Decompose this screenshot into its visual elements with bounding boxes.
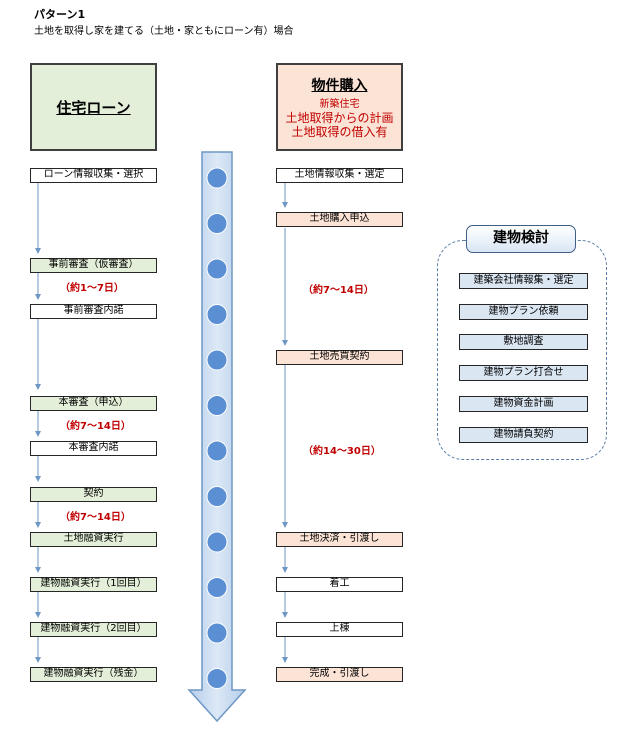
loan-duration: （約7～14日）: [60, 512, 131, 523]
loan-step: 本審査内諾: [30, 441, 157, 456]
timeline-dot: [206, 577, 228, 598]
purchase-duration: （約7～14日）: [303, 285, 374, 296]
purchase-panel-line2: 土地取得からの計画: [285, 111, 394, 125]
loan-step: 建物融資実行（残金）: [30, 667, 157, 682]
purchase-step: 土地購入申込: [276, 212, 403, 227]
purchase-duration: （約14～30日）: [303, 446, 381, 457]
loan-duration: （約1～7日）: [60, 283, 124, 294]
loan-step: 事前審査（仮審査）: [30, 258, 157, 273]
timeline-dot: [206, 167, 228, 189]
purchase-step: 土地売買契約: [276, 350, 403, 365]
building-item: 建物プラン打合せ: [459, 365, 588, 381]
loan-step: 建物融資実行（2回目）: [30, 622, 157, 637]
loan-step: 事前審査内諾: [30, 304, 157, 319]
building-item: 建築会社情報集・選定: [459, 273, 588, 289]
timeline-dot: [206, 349, 228, 371]
timeline-arrow: [187, 151, 247, 723]
loan-panel: 住宅ローン: [30, 63, 157, 151]
purchase-panel-line3: 土地取得の借入有: [291, 125, 388, 139]
page-subtitle: 土地を取得し家を建てる（土地・家ともにローン有）場合: [34, 26, 294, 37]
timeline-dot: [206, 440, 228, 462]
timeline-dot: [206, 213, 228, 234]
building-item: 建物プラン依頼: [459, 304, 588, 320]
timeline-dot: [206, 668, 228, 689]
purchase-step: 土地情報収集・選定: [276, 168, 403, 183]
building-item: 建物請負契約: [459, 427, 588, 443]
timeline-dot: [206, 304, 228, 325]
timeline-dot: [206, 258, 228, 280]
purchase-step: 上棟: [276, 622, 403, 637]
timeline-dot: [206, 395, 228, 416]
building-item: 建物資金計画: [459, 396, 588, 412]
timeline-dot: [206, 531, 228, 553]
page-title: パターン1: [34, 8, 86, 21]
timeline-dot: [206, 486, 228, 507]
loan-panel-title: 住宅ローン: [56, 98, 131, 117]
timeline-dot: [206, 622, 228, 644]
loan-duration: （約7～14日）: [60, 421, 131, 432]
loan-step: 土地融資実行: [30, 532, 157, 547]
purchase-step: 土地決済・引渡し: [276, 532, 403, 547]
loan-step: 本審査（申込）: [30, 396, 157, 411]
building-group-title: 建物検討: [466, 225, 576, 253]
purchase-step: 完成・引渡し: [276, 667, 403, 682]
purchase-panel-title: 物件購入: [311, 78, 368, 94]
purchase-step: 着工: [276, 577, 403, 592]
purchase-panel-line1: 新築住宅: [319, 99, 360, 110]
loan-step: ローン情報収集・選択: [30, 168, 157, 183]
loan-step: 建物融資実行（1回目）: [30, 577, 157, 592]
loan-step: 契約: [30, 487, 157, 502]
building-item: 敷地調査: [459, 334, 588, 350]
purchase-panel: 物件購入 新築住宅 土地取得からの計画 土地取得の借入有: [276, 63, 403, 151]
timeline-dots: [206, 167, 228, 689]
